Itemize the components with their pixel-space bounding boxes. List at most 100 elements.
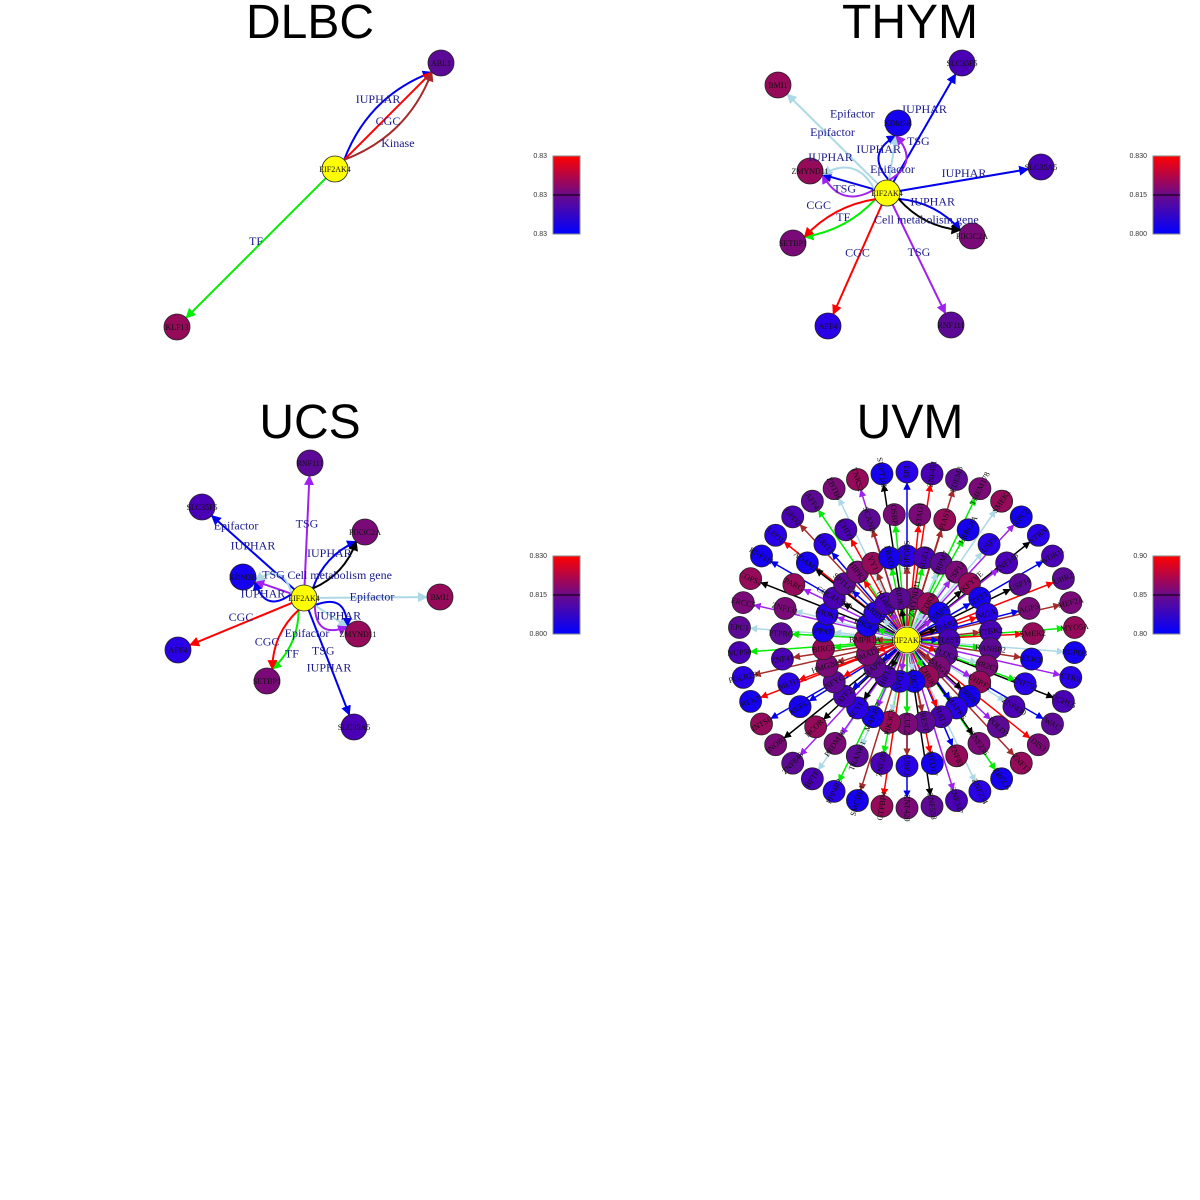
edge-epifactor xyxy=(316,592,428,603)
node-fbxo3 xyxy=(878,546,901,570)
node-label: PTPRG xyxy=(768,628,794,638)
edge xyxy=(917,619,932,632)
node-cops2 xyxy=(739,567,763,591)
node-gtpbp4 xyxy=(870,794,894,818)
node-bptf xyxy=(800,767,824,791)
node-label: BMI1 xyxy=(768,81,787,90)
edge-iuphar xyxy=(307,609,351,716)
node-label: RNF111 xyxy=(938,321,965,330)
node-chd9 xyxy=(834,518,858,542)
node-label: BIRC6 xyxy=(812,643,835,654)
node-zbtb6 xyxy=(822,477,846,501)
node-label: SETBP1 xyxy=(779,239,807,248)
node-znf41 xyxy=(771,647,794,671)
panel-title-uvm: UVM xyxy=(857,396,964,449)
edge-epifactor xyxy=(254,571,293,595)
node-label: TTBK2 xyxy=(978,625,1004,637)
edge-label: Epifactor xyxy=(214,518,259,532)
node-eif2ak4 xyxy=(873,179,901,207)
node-supt16h xyxy=(870,462,894,486)
node-osbp xyxy=(882,503,906,527)
node-label: ABL1 xyxy=(431,59,451,68)
edge-iuphar xyxy=(343,70,433,161)
node-label: REST xyxy=(918,712,931,733)
node-ptprg xyxy=(769,622,793,646)
node-aff4 xyxy=(164,636,192,664)
node-rfx7 xyxy=(739,689,763,713)
edge xyxy=(915,552,983,630)
edge xyxy=(808,646,896,702)
node-label: BMI1 xyxy=(430,593,449,602)
edge-tsg xyxy=(891,204,947,315)
edge xyxy=(877,628,895,636)
node-label: ZMYND11 xyxy=(339,630,376,639)
node-setbp1 xyxy=(779,229,807,257)
edge-label: CGC xyxy=(845,246,870,260)
edge-tsg xyxy=(254,579,293,595)
node-label: PPAT xyxy=(814,626,833,637)
edge-tf xyxy=(185,177,327,319)
edge-label: IUPHAR xyxy=(808,150,853,164)
edge-label: Epifactor xyxy=(285,626,330,640)
node-smek2 xyxy=(1021,622,1045,646)
node-znf420 xyxy=(895,796,919,820)
node-znf148 xyxy=(995,551,1019,575)
nodes-layer xyxy=(163,49,1181,820)
colorbar-tick: 0.830 xyxy=(1129,153,1147,160)
edge-cgc xyxy=(189,602,293,647)
edge-tsg xyxy=(313,605,349,635)
node-label: RGPD3 xyxy=(1062,647,1088,658)
node-label: PIK3C2A xyxy=(956,232,988,241)
edge-cell-metabolism-gene xyxy=(312,540,358,590)
node-label: PIK3C2A xyxy=(349,528,381,537)
node-kdm3b xyxy=(229,563,257,591)
edge xyxy=(831,552,899,630)
edge xyxy=(890,612,901,629)
node-label: CDC73 xyxy=(908,669,921,695)
edge-label: IUPHAR xyxy=(241,587,286,601)
node-znf430 xyxy=(1002,695,1026,719)
edge-tsg xyxy=(888,135,908,182)
edge-label: TF xyxy=(285,646,299,660)
colorbar-tick: 0.80 xyxy=(1133,631,1147,638)
edge-cgc xyxy=(832,204,883,316)
node-usp3 xyxy=(895,754,919,778)
edge-label: IUPHAR xyxy=(231,539,276,553)
node-label: SETBP1 xyxy=(253,677,281,686)
node-pold3 xyxy=(986,715,1010,739)
node-uchl5 xyxy=(1051,689,1075,713)
node-rgpd3 xyxy=(1063,641,1086,664)
edge xyxy=(882,648,897,661)
edge xyxy=(919,588,1011,635)
colorbar-tick: 0.815 xyxy=(529,592,547,599)
node-znf281 xyxy=(870,752,894,775)
edge-label: CGC xyxy=(229,610,254,624)
edge xyxy=(882,619,897,632)
edge xyxy=(899,608,907,627)
edge xyxy=(913,612,924,629)
edge-iuphar xyxy=(899,165,1030,192)
node-nup50 xyxy=(728,641,751,664)
node-agps xyxy=(1017,597,1041,620)
colorbar-tick: 0.83 xyxy=(533,153,547,160)
node-nupl1 xyxy=(788,695,812,719)
edge xyxy=(920,609,1020,638)
edge xyxy=(910,529,943,627)
colorbar-tick: 0.83 xyxy=(533,231,547,238)
edge-label: Epifactor xyxy=(830,107,875,121)
node-med17 xyxy=(920,752,944,775)
node-dis3 xyxy=(1026,733,1050,757)
node-znf558 xyxy=(920,794,944,818)
node-slc35a5 xyxy=(340,713,368,741)
node-znf236 xyxy=(967,732,991,755)
edge xyxy=(913,651,924,668)
node-label: EIF2AK4 xyxy=(871,189,903,198)
node-rnf111 xyxy=(750,544,773,568)
node-elk3 xyxy=(1020,647,1043,671)
node-ercc6 xyxy=(990,767,1014,791)
node-slc35f5 xyxy=(948,49,976,77)
node-adam17 xyxy=(795,551,819,575)
edge-kinase xyxy=(343,71,434,161)
node-label: ZNF451 xyxy=(926,460,939,488)
edge xyxy=(877,644,895,652)
